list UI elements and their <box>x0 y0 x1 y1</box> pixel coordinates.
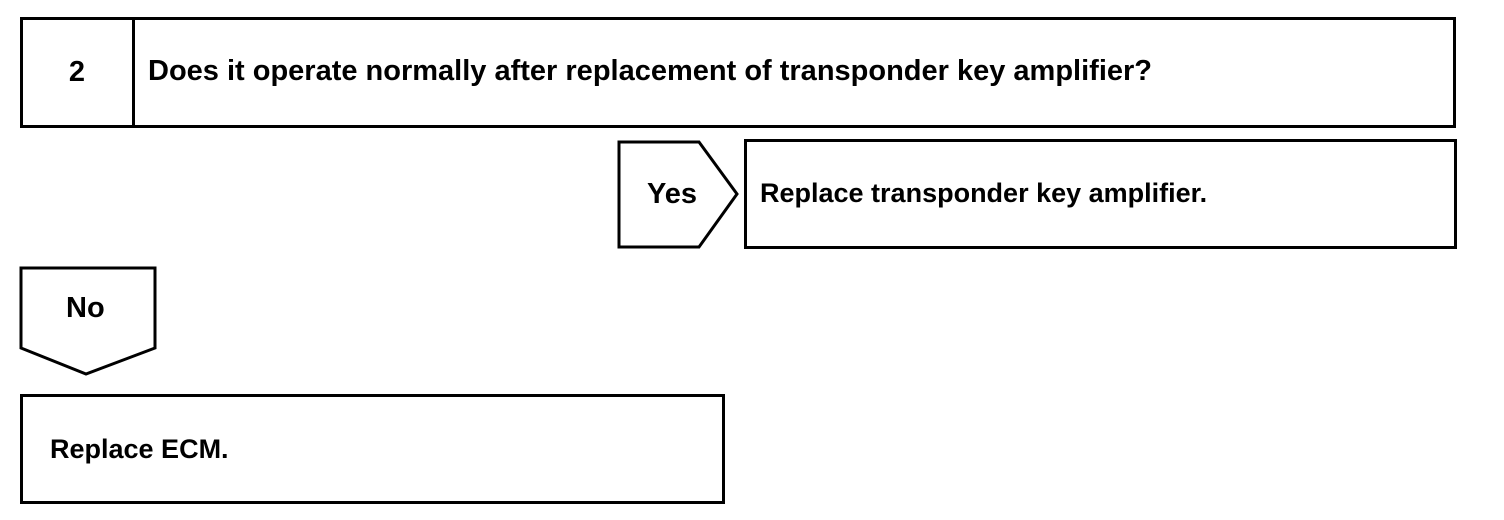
no-result-text: Replace ECM. <box>50 434 229 464</box>
yes-result-box <box>744 139 1457 249</box>
step-divider <box>132 17 135 128</box>
step-number: 2 <box>68 56 86 88</box>
yes-result-text: Replace transponder key amplifier. <box>760 178 1208 208</box>
yes-label: Yes <box>647 178 697 210</box>
no-label: No <box>66 292 105 324</box>
no-result-box <box>20 394 725 504</box>
step-question: Does it operate normally after replaceme… <box>148 55 1153 87</box>
step-box <box>20 17 1456 128</box>
